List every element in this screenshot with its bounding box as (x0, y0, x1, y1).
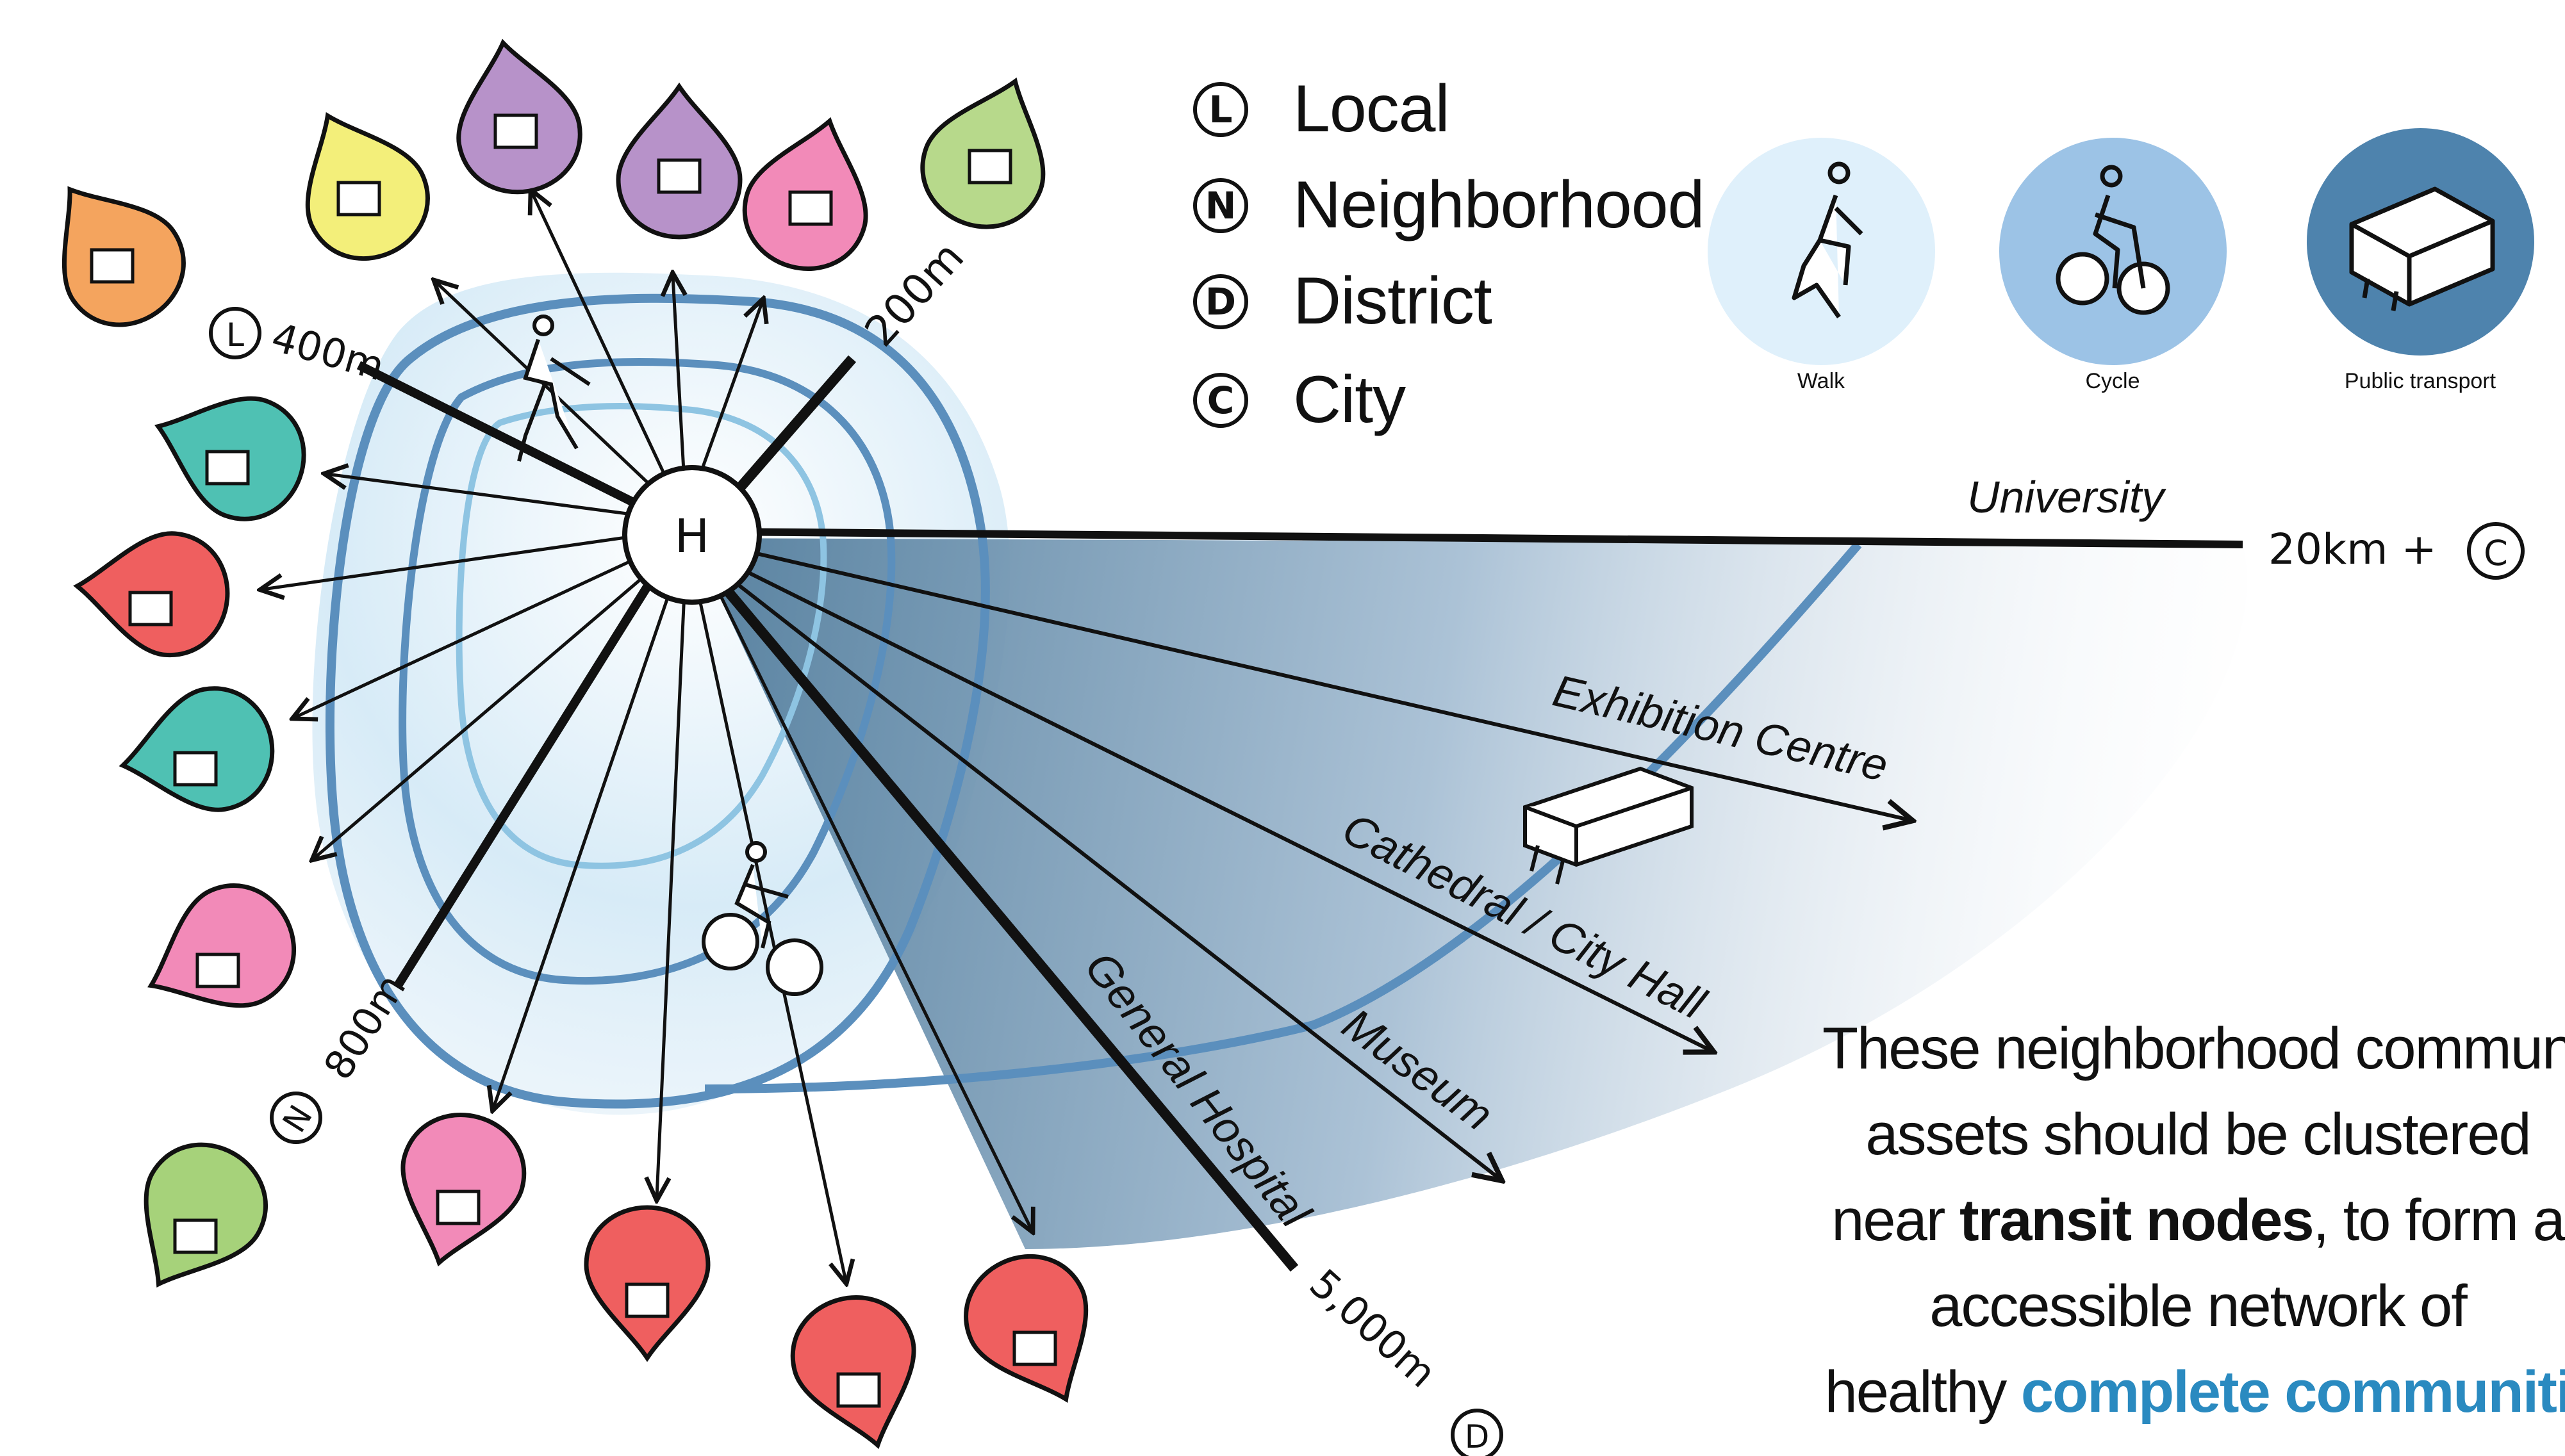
spoke (493, 563, 681, 1108)
trail-icon (119, 686, 275, 812)
spoke-exhibition (717, 543, 1909, 820)
transit-mode-circle (2307, 128, 2534, 356)
legend-label-neighborhood: Neighborhood (1293, 168, 1704, 242)
map-icon (920, 78, 1046, 229)
legend-label-city: City (1293, 363, 1406, 437)
caption-complete-communities: complete communiti (2020, 1359, 2565, 1425)
hub-label: H (675, 509, 709, 563)
line-200m (720, 355, 857, 510)
walker-sketch-icon (517, 315, 591, 462)
spoke (295, 543, 668, 717)
pharmacy-icon (400, 1113, 527, 1267)
line-800m (393, 574, 657, 989)
shopping-bag-icon (616, 82, 743, 240)
legend-badge-neighborhood: N (1193, 178, 1248, 233)
cycle-label: Cycle (2085, 369, 2140, 393)
spoke-cathedral (716, 555, 1711, 1051)
spoke-museum (710, 562, 1499, 1179)
ring-mid (399, 358, 896, 985)
dest-university: University (1967, 472, 2166, 522)
spoke-university (717, 528, 2243, 548)
walk-label: Walk (1797, 369, 1845, 393)
caption-line-5: healthy complete communiti (1781, 1349, 2565, 1435)
hub: H (622, 465, 762, 605)
book-icon (964, 1254, 1089, 1403)
badge-local (209, 307, 261, 359)
badge-local-letter: L (226, 316, 244, 354)
destination-spokes (700, 528, 2243, 1272)
caption-line-3: near transit nodes, to form a (1781, 1177, 2565, 1263)
label-5000m-text: 5,000m (1301, 1260, 1446, 1396)
caption-line-1: These neighborhood commun (1822, 1016, 2565, 1081)
label-800m-text: 800m (315, 966, 415, 1088)
badge-city (2467, 522, 2525, 580)
amenity-pins (62, 38, 1089, 1450)
caption-line-3-post: , to form a (2313, 1188, 2565, 1253)
badge-district-letter: D (1465, 1418, 1490, 1455)
house-icon (147, 883, 297, 1008)
caption-line-2: assets should be clustered (1865, 1102, 2531, 1167)
spoke (314, 556, 668, 858)
catchment-halo (312, 272, 1010, 1115)
label-20km: 20km + C (2268, 522, 2525, 580)
caption-line-5-pre: healthy (1824, 1359, 2021, 1425)
transit-label: Public transport (2344, 369, 2496, 393)
ring-district (704, 541, 1862, 1093)
reach-fan (692, 538, 2247, 1249)
mail-icon (456, 38, 582, 195)
ring-inner (456, 403, 827, 869)
spoke (263, 530, 667, 589)
tram-sketch-icon (1523, 766, 1694, 885)
heart-icon (73, 531, 230, 658)
badge-city-letter: C (2484, 533, 2508, 573)
walk-icon (1792, 161, 1863, 319)
spoke-hospital (700, 560, 1299, 1272)
caption-transit-nodes: transit nodes (1959, 1188, 2314, 1253)
legend-badge-local: L (1193, 82, 1248, 137)
label-400m-text: 400m (267, 313, 390, 389)
legend-badge-city: C (1193, 373, 1248, 428)
briefcase-icon (62, 186, 186, 327)
label-200m: 200m (855, 233, 974, 356)
legend-label-district: District (1293, 264, 1492, 338)
tree-icon (144, 1142, 268, 1288)
label-5000m: 5,000m D (1301, 1260, 1503, 1456)
legend-label-local: Local (1293, 72, 1450, 146)
cyclist-sketch-icon (702, 841, 823, 996)
line-400m (356, 361, 656, 517)
clothing-icon (790, 1295, 916, 1450)
distance-lines (356, 355, 857, 989)
toy-blocks-icon (742, 117, 868, 271)
spoke (327, 474, 667, 521)
transit-icon (2349, 186, 2495, 311)
spoke (532, 192, 681, 507)
legend-badge-district: D (1193, 274, 1248, 329)
spoke (703, 562, 1032, 1230)
hub-circle (622, 465, 762, 605)
badge-neighborhood (270, 1092, 322, 1144)
walk-mode-circle (1708, 138, 1935, 365)
caption: These neighborhood commun assets should … (1781, 1006, 2565, 1435)
cycle-icon (2056, 165, 2170, 315)
spoke (657, 563, 688, 1198)
caption-line-4: accessible network of (1929, 1273, 2468, 1339)
label-400m: L 400m (209, 307, 390, 390)
label-800m: 800m N (270, 966, 415, 1144)
label-20km-text: 20km + (2268, 525, 2437, 574)
cycle-mode-circle (1999, 138, 2227, 365)
badge-district (1451, 1409, 1503, 1456)
cutlery-icon (305, 112, 430, 261)
art-palette-icon (584, 1205, 711, 1362)
cafe-icon (154, 396, 306, 521)
caption-line-3-pre: near (1831, 1188, 1959, 1253)
